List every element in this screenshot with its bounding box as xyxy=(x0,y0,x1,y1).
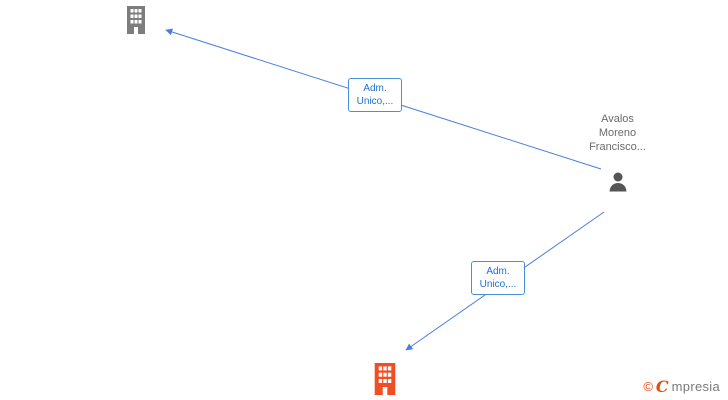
person-label-line: Moreno xyxy=(598,127,637,139)
brand-name: mpresia xyxy=(671,379,720,394)
node-company-bottom[interactable] xyxy=(371,363,399,395)
person-label-line: Avalos xyxy=(601,113,634,125)
empresia-logo[interactable]: © C mpresia xyxy=(643,376,720,396)
edge-label-adm-unico-bottom[interactable]: Adm. Unico,... xyxy=(471,261,525,295)
copyright-symbol: © xyxy=(643,379,653,394)
brand-initial: C xyxy=(655,376,669,396)
building-icon xyxy=(127,6,145,34)
edge-label-line: Adm. xyxy=(486,266,510,277)
building-icon xyxy=(374,363,396,395)
node-person[interactable] xyxy=(606,170,630,194)
node-company-top[interactable] xyxy=(124,6,148,34)
edge-label-line: Unico,... xyxy=(479,279,517,290)
edge-label-line: Adm. xyxy=(363,83,387,94)
person-label-line: Francisco... xyxy=(589,141,646,153)
edge-label-line: Unico,... xyxy=(356,96,394,107)
node-label-person: Avalos Moreno Francisco... xyxy=(560,112,675,154)
edge-label-adm-unico-top[interactable]: Adm. Unico,... xyxy=(348,78,402,112)
person-icon xyxy=(609,172,627,192)
